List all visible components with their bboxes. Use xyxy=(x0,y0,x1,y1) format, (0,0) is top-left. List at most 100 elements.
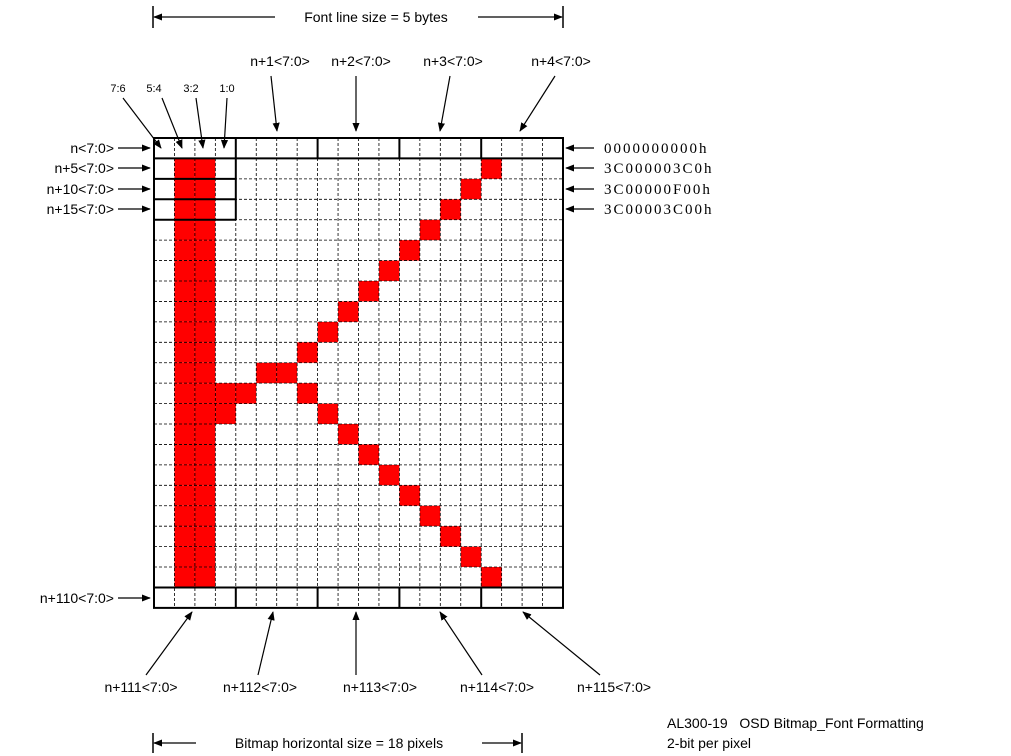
hex-value-3: 3C00003C00h xyxy=(604,202,714,218)
pixel xyxy=(174,362,195,384)
bottom-byte-label-n113: n+113<7:0> xyxy=(343,679,417,695)
caption-subtitle: 2-bit per pixel xyxy=(667,735,751,751)
pixel xyxy=(194,546,216,568)
pixel xyxy=(378,464,400,486)
pixel xyxy=(174,301,195,322)
top-byte-label-n2: n+2<7:0> xyxy=(331,53,391,69)
top-byte-labels: n+1<7:0> n+2<7:0> n+3<7:0> n+4<7:0> xyxy=(250,53,591,132)
pixel xyxy=(399,485,420,506)
pixel xyxy=(174,505,195,527)
bit-arrow-1-0 xyxy=(220,97,229,149)
bottom-byte-label-n112: n+112<7:0> xyxy=(223,679,297,695)
pixel xyxy=(419,219,441,241)
pixel xyxy=(419,505,441,527)
pixel xyxy=(215,383,236,404)
bottom-byte-arrow-n111 xyxy=(145,611,193,676)
pixel xyxy=(174,281,195,302)
pixel xyxy=(194,158,216,179)
bit-labels: 7:6 5:4 3:2 1:0 xyxy=(110,83,235,149)
hex-value-2: 3C00000F00h xyxy=(604,182,712,198)
hex-value-1: 3C000003C0h xyxy=(604,161,714,177)
bottom-byte-arrow-n115 xyxy=(522,611,601,676)
hex-values: 0000000000h 3C000003C0h 3C00000F00h 3C00… xyxy=(565,141,714,218)
pixel xyxy=(194,362,216,384)
pixel xyxy=(460,546,482,568)
pixel xyxy=(399,240,420,261)
pixel xyxy=(174,526,195,547)
pixel xyxy=(358,281,379,302)
bitmap-horizontal-size-label: Bitmap horizontal size = 18 pixels xyxy=(235,735,443,751)
grid-solid-lines xyxy=(153,137,564,609)
pixel xyxy=(194,240,216,261)
bit-label-3-2: 3:2 xyxy=(183,83,198,95)
bit-arrow-5-4 xyxy=(161,97,183,149)
bottom-byte-label-n115: n+115<7:0> xyxy=(577,679,651,695)
bottom-byte-label-n114: n+114<7:0> xyxy=(460,679,534,695)
top-byte-arrow-n3 xyxy=(437,75,451,132)
pixel xyxy=(194,526,216,547)
pixel xyxy=(276,362,298,384)
pixel xyxy=(317,321,339,343)
pixel xyxy=(174,485,195,506)
pixel xyxy=(174,546,195,568)
pixel xyxy=(174,158,195,179)
top-byte-arrow-n4 xyxy=(519,75,556,132)
pixel xyxy=(256,362,277,384)
pixel xyxy=(174,260,195,282)
pixel xyxy=(297,383,318,404)
left-row-labels: n<7:0> n+5<7:0> n+10<7:0> n+15<7:0> n+11… xyxy=(40,140,151,606)
bottom-byte-labels: n+111<7:0> n+112<7:0> n+113<7:0> n+114<7… xyxy=(104,611,651,695)
bottom-byte-arrow-n112 xyxy=(257,611,275,676)
pixel xyxy=(174,383,195,404)
pixel xyxy=(194,342,216,363)
top-byte-label-n4: n+4<7:0> xyxy=(531,53,591,69)
pixel xyxy=(215,403,236,425)
pixel xyxy=(194,199,216,220)
pixel xyxy=(440,199,461,220)
bottom-byte-arrow-n114 xyxy=(439,611,483,676)
bit-label-5-4: 5:4 xyxy=(146,83,161,95)
pixel xyxy=(174,199,195,220)
font-line-size-dimension: Font line size = 5 bytes xyxy=(152,6,564,28)
pixel xyxy=(338,424,359,445)
pixel xyxy=(174,342,195,363)
pixel xyxy=(440,526,461,547)
pixel xyxy=(194,424,216,445)
pixel xyxy=(194,383,216,404)
bitmap-grid xyxy=(153,137,564,609)
caption: AL300-19 OSD Bitmap_Font Formatting 2-bi… xyxy=(667,715,924,751)
pixel xyxy=(194,260,216,282)
pixel xyxy=(338,301,359,322)
bitmap-horizontal-size-dimension: Bitmap horizontal size = 18 pixels xyxy=(152,733,523,753)
top-byte-arrow-n1 xyxy=(270,75,280,132)
pixel xyxy=(194,444,216,465)
hex-value-0: 0000000000h xyxy=(604,141,709,157)
pixel xyxy=(174,403,195,425)
bit-label-1-0: 1:0 xyxy=(219,83,234,95)
pixel xyxy=(460,178,482,200)
pixel xyxy=(194,464,216,486)
pixel xyxy=(194,281,216,302)
pixel xyxy=(174,219,195,241)
bit-arrow-7-6 xyxy=(122,97,162,149)
bottom-byte-label-n111: n+111<7:0> xyxy=(104,679,177,695)
pixel xyxy=(174,444,195,465)
font-line-size-label: Font line size = 5 bytes xyxy=(304,9,448,25)
row-label-n5: n+5<7:0> xyxy=(54,160,114,176)
grid-dashed-lines xyxy=(154,138,563,608)
pixel xyxy=(481,567,502,588)
pixel xyxy=(194,485,216,506)
pixel xyxy=(194,219,216,241)
pixel xyxy=(481,158,502,179)
row-label-n10: n+10<7:0> xyxy=(47,181,114,197)
bit-arrow-3-2 xyxy=(195,97,206,149)
row-label-n: n<7:0> xyxy=(70,140,114,156)
pixel xyxy=(174,178,195,200)
pixel xyxy=(174,424,195,445)
top-byte-label-n1: n+1<7:0> xyxy=(250,53,310,69)
pixel xyxy=(297,342,318,363)
pixel xyxy=(358,444,379,465)
pixel xyxy=(174,464,195,486)
pixel xyxy=(317,403,339,425)
pixel xyxy=(194,301,216,322)
